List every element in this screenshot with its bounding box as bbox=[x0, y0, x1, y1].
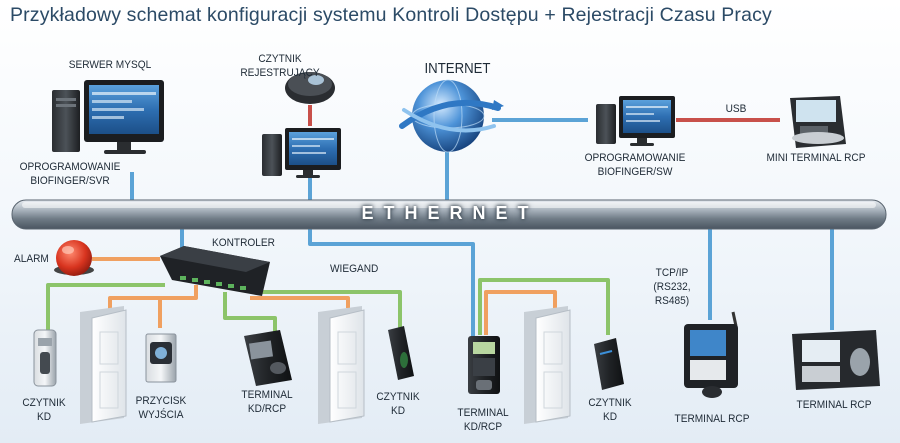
reader-kd-3 bbox=[594, 338, 624, 390]
server-label: SERWER MYSQL bbox=[68, 59, 152, 71]
terminal-rcp-1 bbox=[684, 311, 738, 398]
client-computer bbox=[596, 96, 675, 146]
mini-terminal-rcp bbox=[790, 96, 846, 148]
internet-globe bbox=[399, 79, 504, 153]
mini-terminal-label: MINI TERMINAL RCP bbox=[766, 152, 866, 164]
link-wiegand bbox=[258, 290, 402, 330]
link-controller-button bbox=[158, 285, 198, 328]
page-title: Przykładowy schemat konfiguracji systemu… bbox=[10, 4, 772, 26]
connection-lines bbox=[46, 105, 834, 345]
tcpip-label: TCP/IP(RS232,RS485) bbox=[653, 267, 691, 307]
ethernet-label: ETHERNET bbox=[361, 203, 539, 223]
server-computer bbox=[52, 80, 164, 154]
door-2 bbox=[318, 306, 365, 424]
terminal-rcp-2-label: TERMINAL RCP bbox=[796, 399, 872, 411]
terminal-rcp-2 bbox=[792, 330, 880, 390]
link-terminal-kdrcp2-ethernet bbox=[308, 228, 475, 345]
terminal-rcp-1-label: TERMINAL RCP bbox=[674, 413, 750, 425]
reader-kd-2 bbox=[388, 326, 414, 380]
internet-label: INTERNET bbox=[424, 60, 491, 77]
enrollment-reader bbox=[285, 72, 335, 104]
usb-label: USB bbox=[725, 103, 747, 115]
alarm-bell bbox=[54, 240, 94, 276]
link-controller-door2 bbox=[250, 296, 350, 308]
controller-device bbox=[160, 246, 270, 296]
controller-label: KONTROLER bbox=[212, 237, 275, 249]
alarm-label: ALARM bbox=[14, 253, 49, 265]
door-1 bbox=[80, 306, 127, 424]
door-3 bbox=[524, 306, 571, 424]
link-kdrcp2-green bbox=[478, 278, 610, 335]
exit-button bbox=[145, 333, 177, 383]
workstation-computer bbox=[262, 128, 341, 178]
link-terminal-kdrcp1-green bbox=[223, 292, 277, 332]
ethernet-bus bbox=[11, 199, 887, 230]
link-czytnik-kd1 bbox=[46, 283, 165, 333]
terminal-kd-rcp-1 bbox=[244, 330, 292, 386]
wiegand-label: WIEGAND bbox=[330, 263, 379, 275]
terminal-kd-rcp-2 bbox=[468, 336, 500, 394]
link-kdrcp2-orange bbox=[484, 290, 557, 335]
reader-kd-1 bbox=[33, 329, 57, 387]
